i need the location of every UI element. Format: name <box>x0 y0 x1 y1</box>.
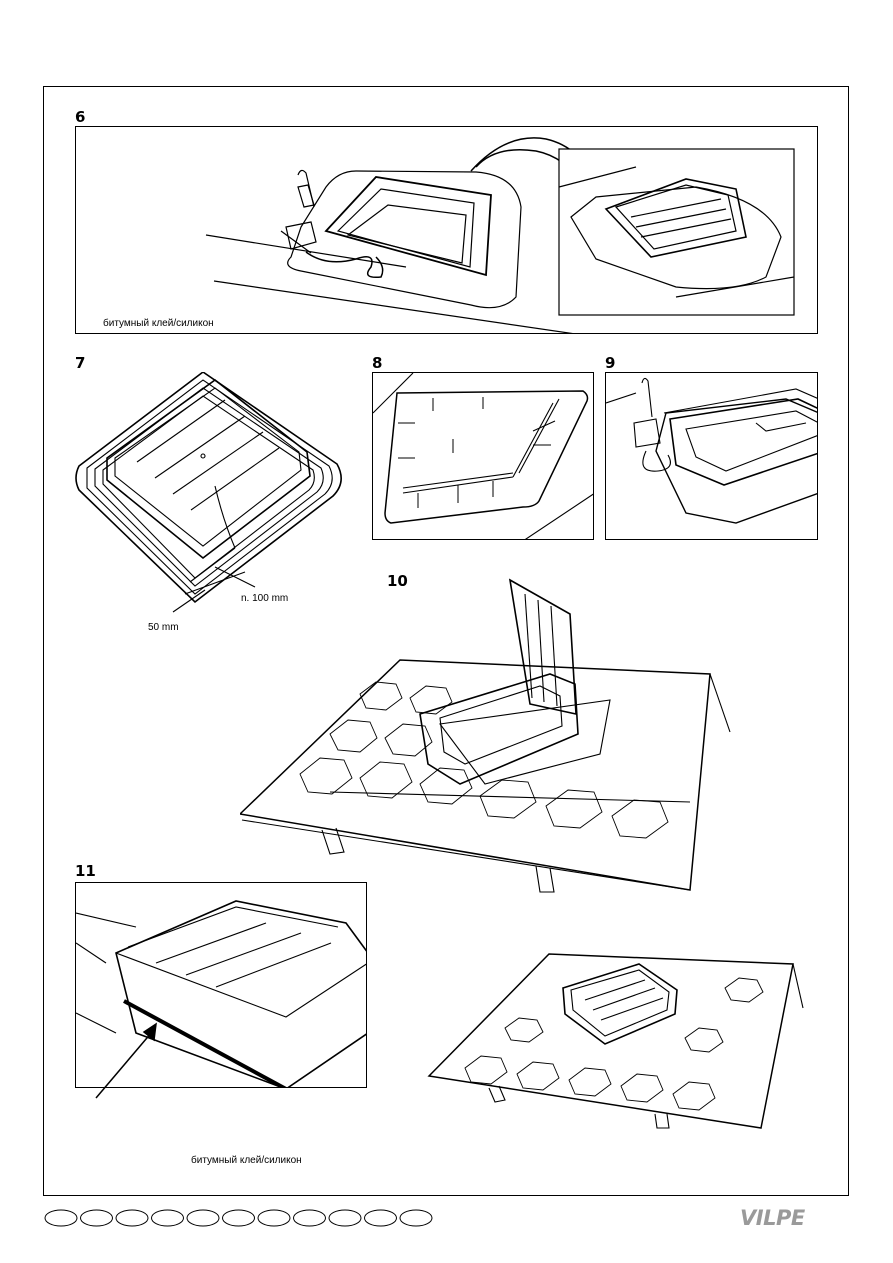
language-tab[interactable] <box>257 1209 291 1227</box>
step-10-number: 10 <box>387 572 408 590</box>
language-tab[interactable] <box>80 1209 113 1227</box>
step-7-number: 7 <box>75 354 86 372</box>
language-tab[interactable] <box>364 1209 397 1227</box>
language-tab[interactable] <box>399 1209 433 1227</box>
step-7-illustration: n. 100 mm 50 mm <box>75 372 355 636</box>
step-11-illustration <box>75 882 367 1088</box>
finished-roof-illustration <box>425 948 815 1138</box>
step-9-illustration <box>605 372 818 540</box>
language-tab[interactable] <box>186 1209 220 1227</box>
language-tab[interactable] <box>328 1209 362 1227</box>
step-10-illustration <box>240 574 740 894</box>
language-tab[interactable] <box>151 1209 184 1227</box>
language-tab[interactable] <box>293 1209 326 1227</box>
step-8-illustration <box>372 372 594 540</box>
page-frame <box>43 86 849 1196</box>
overlap-dimension-label: n. 100 mm <box>241 593 289 604</box>
step-11-number: 11 <box>75 862 96 880</box>
language-tab[interactable] <box>44 1209 78 1227</box>
step-9-number: 9 <box>605 354 616 372</box>
vilpe-logo: VILPE <box>740 1206 805 1230</box>
language-tab[interactable] <box>115 1209 149 1227</box>
edge-dimension-label: 50 mm <box>148 622 179 633</box>
step-6-number: 6 <box>75 108 86 126</box>
language-tab[interactable] <box>222 1209 255 1227</box>
step-6-illustration: битумный клей/силикон <box>75 126 818 334</box>
step-8-number: 8 <box>372 354 383 372</box>
glue-caption-top: битумный клей/силикон <box>103 318 214 329</box>
glue-caption-bottom: битумный клей/силикон <box>191 1155 302 1166</box>
